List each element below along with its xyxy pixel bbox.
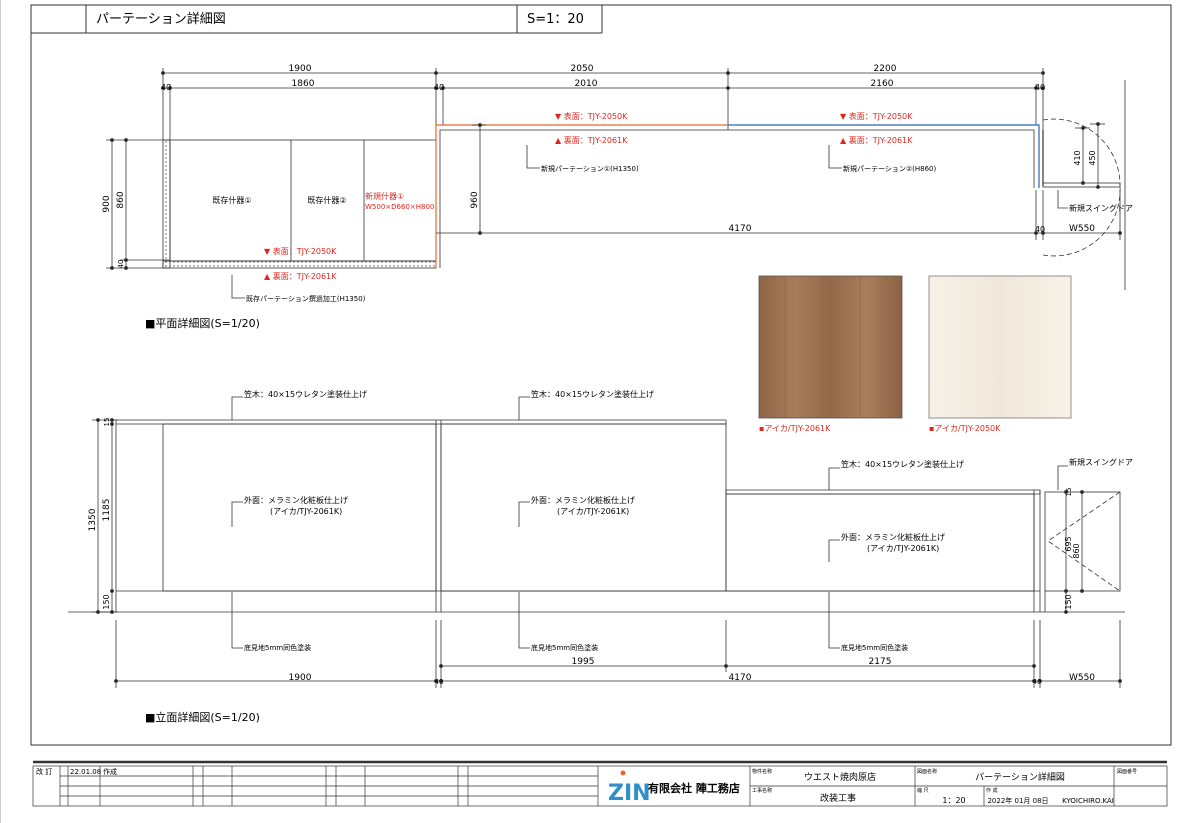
rev-note: 作成 xyxy=(103,767,117,776)
dim-plan-40-c: 40 xyxy=(1035,83,1045,92)
header-scale: S=1：20 xyxy=(527,12,584,27)
rev-date: 22.01.08 xyxy=(70,768,101,776)
dim-elev-860: 860 xyxy=(1072,543,1081,558)
plan-labels: 1900 2050 2200 1860 2010 2160 40 40 40 4… xyxy=(102,64,1133,330)
kasagi-label-2: 笠木：40×15ウレタン塗装仕上げ xyxy=(531,389,654,399)
exterior-spec-3: (アイカ/TJY-2061K) xyxy=(867,544,939,553)
dim-elev-w550: W550 xyxy=(1069,673,1095,683)
dim-plan-2200: 2200 xyxy=(874,64,897,74)
elevation-labels: 笠木：40×15ウレタン塗装仕上げ 笠木：40×15ウレタン塗装仕上げ 笠木：4… xyxy=(88,389,1133,724)
new-partition-1-label: 新規パーテーション①(H1350) xyxy=(541,164,639,173)
drawing-name: パーテーション詳細図 xyxy=(975,771,1065,783)
rev-label: 改 訂 xyxy=(36,767,52,776)
dim-elev-15: 15 xyxy=(103,418,111,427)
exterior-label-3: 外面：メラミン化粧板仕上げ xyxy=(841,532,945,542)
elev-swing-door-label: 新規スイングドア xyxy=(1069,457,1133,467)
dim-plan-w550: W550 xyxy=(1069,224,1095,234)
exterior-label-1: 外面：メラミン化粧板仕上げ xyxy=(244,495,348,505)
base-label-3: 底見地5mm同色塗装 xyxy=(841,643,908,652)
dim-plan-40-d: 40 xyxy=(1035,225,1045,234)
dim-plan-40-b: 40 xyxy=(434,83,444,92)
scale-value: 1：20 xyxy=(942,796,965,805)
drawing-label: 図面名称 xyxy=(917,768,937,775)
dim-plan-2050: 2050 xyxy=(571,64,594,74)
dim-plan-40-a: 40 xyxy=(161,83,171,92)
dim-elev-40-b: 40 xyxy=(1033,678,1042,686)
base-label-1: 底見地5mm同色塗装 xyxy=(244,643,311,652)
dim-elev-15-door: 15 xyxy=(1065,488,1073,497)
author-name: KYOICHIRO.KAI xyxy=(1062,797,1114,805)
title-block-text: 改 訂 22.01.08 作成 ZIN 有限会社 陣工務店 物件名称 ウエスト焼… xyxy=(36,767,1137,806)
surface-back-label-3: ▲ 裏面：TJY-2061K xyxy=(840,135,913,145)
dim-plan-900: 900 xyxy=(102,195,112,212)
title-block xyxy=(32,760,1168,807)
date-label: 作 成 xyxy=(986,787,998,794)
plan-view xyxy=(106,68,1126,299)
plan-section-title: ■平面詳細図(S=1/20) xyxy=(145,316,260,330)
property-name: ウエスト焼肉原店 xyxy=(804,771,876,783)
dim-plan-4170: 4170 xyxy=(729,224,752,234)
header-title: パーテーション詳細図 xyxy=(96,11,226,27)
property-label: 物件名称 xyxy=(752,768,772,775)
dim-elev-150: 150 xyxy=(102,594,111,609)
dim-plan-450: 450 xyxy=(1088,150,1097,165)
new-partition-2-label: 新規パーテーション②(H860) xyxy=(843,164,936,173)
dim-plan-860: 860 xyxy=(116,191,126,208)
dim-plan-2160: 2160 xyxy=(871,79,894,89)
surface-back-label-2: ▲ 裏面：TJY-2061K xyxy=(555,135,628,145)
kasagi-label-3: 笠木：40×15ウレタン塗装仕上げ xyxy=(841,459,964,469)
scale-label: 縮 尺 xyxy=(917,787,929,794)
drawing-no-label: 図面番号 xyxy=(1117,768,1137,775)
dim-elev-1995: 1995 xyxy=(572,657,595,667)
swatch-ivory-label: ▪アイカ/TJY-2050K xyxy=(929,424,1001,433)
surface-front-label-2: ▼ 表面：TJY-2050K xyxy=(555,111,628,121)
logo-dot xyxy=(620,770,626,776)
new-cabinet-label: 新規什器① xyxy=(365,191,404,201)
material-swatches: ▪アイカ/TJY-2061K ▪アイカ/TJY-2050K xyxy=(758,275,1072,433)
cabinet-2-label: 既存什器② xyxy=(307,195,346,205)
dim-plan-410: 410 xyxy=(1073,150,1082,165)
exterior-spec-1: (アイカ/TJY-2061K) xyxy=(270,507,342,516)
elevation-section-title: ■立面詳細図(S=1/20) xyxy=(145,710,260,724)
dim-elev-695: 695 xyxy=(1064,536,1073,551)
exterior-label-2: 外面：メラミン化粧板仕上げ xyxy=(531,495,635,505)
drawing-frame xyxy=(30,4,1172,746)
surface-front-label-3: ▼ 表面：TJY-2050K xyxy=(840,111,913,121)
date-value: 2022年 01月 08日 xyxy=(987,796,1048,805)
dim-elev-2175: 2175 xyxy=(869,657,892,667)
surface-front-label-1: ▼ 表面：TJY-2050K xyxy=(264,246,337,256)
dim-plan-1860: 1860 xyxy=(292,79,315,89)
company-name: 有限会社 陣工務店 xyxy=(648,781,740,795)
cabinet-1-label: 既存什器① xyxy=(212,195,251,205)
header: パーテーション詳細図 S=1：20 xyxy=(31,5,603,34)
surface-back-label-1: ▲ 裏面：TJY-2061K xyxy=(264,271,337,281)
dim-elev-1185: 1185 xyxy=(102,499,112,522)
kasagi-label-1: 笠木：40×15ウレタン塗装仕上げ xyxy=(244,389,367,399)
new-cabinet-size: W500×D660×H800 xyxy=(365,203,434,211)
zin-logo: ZIN xyxy=(608,770,651,806)
swatch-ivory xyxy=(928,275,1072,419)
dim-elev-4170: 4170 xyxy=(729,673,752,683)
dim-plan-960: 960 xyxy=(470,191,480,208)
swatch-wood-label: ▪アイカ/TJY-2061K xyxy=(759,424,831,433)
dim-plan-40-e: 40 xyxy=(117,260,125,269)
dim-elev-150-door: 150 xyxy=(1064,594,1073,609)
dim-elev-1350: 1350 xyxy=(88,508,98,531)
base-label-2: 底見地5mm同色塗装 xyxy=(531,643,598,652)
elevation-view xyxy=(68,396,1125,688)
existing-partition-label: 既存パーテーション撰過加工(H1350) xyxy=(246,294,366,303)
dim-elev-1900: 1900 xyxy=(289,673,312,683)
dim-plan-2010: 2010 xyxy=(575,79,598,89)
dim-plan-1900: 1900 xyxy=(289,64,312,74)
swatch-wood xyxy=(758,275,903,419)
work-name: 改装工事 xyxy=(820,792,856,804)
work-label: 工事名称 xyxy=(752,787,772,794)
dim-elev-40-a: 40 xyxy=(435,678,444,686)
logo-text: ZIN xyxy=(608,781,651,806)
exterior-spec-2: (アイカ/TJY-2061K) xyxy=(557,507,629,516)
new-swing-door-label: 新規スイングドア xyxy=(1069,203,1133,213)
